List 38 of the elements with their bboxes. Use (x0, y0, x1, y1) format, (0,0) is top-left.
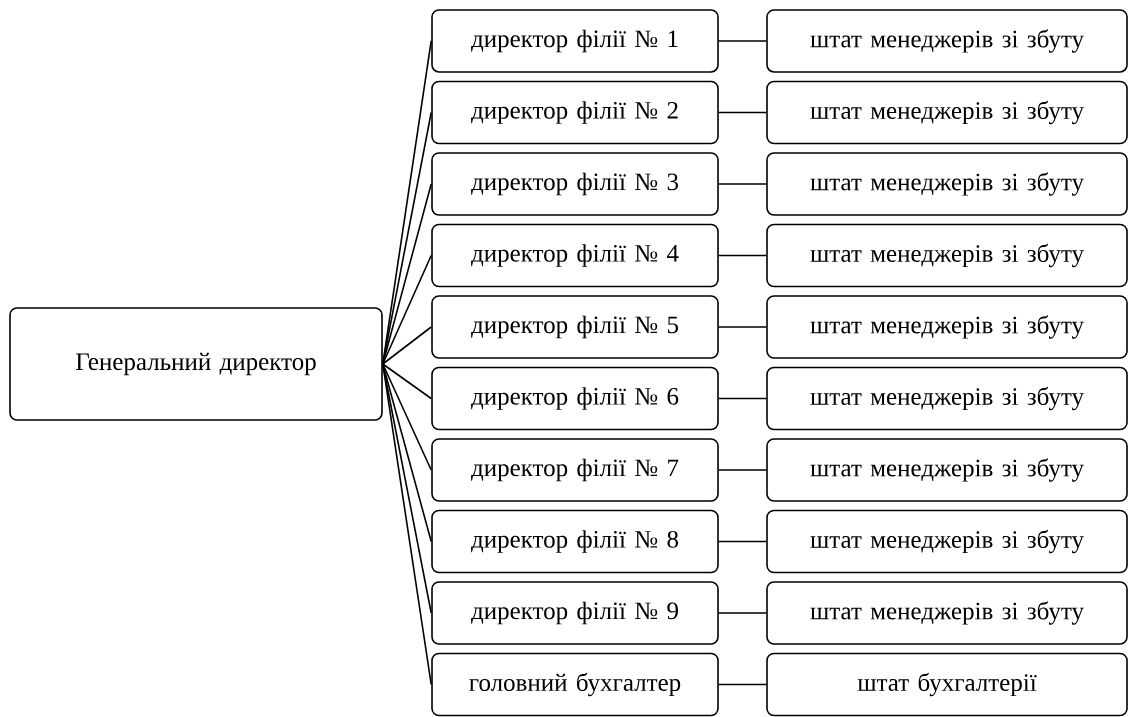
connector-line (718, 183, 767, 185)
role-box: штат менеджерів зі збуту (766, 152, 1128, 216)
role-box: директор філії № 8 (431, 509, 719, 574)
role-box: головний бухгалтер (431, 652, 719, 717)
role-box: штат менеджерів зі збуту (766, 223, 1128, 288)
role-box: директор філії № 1 (431, 9, 719, 73)
role-box: директор філії № 7 (431, 438, 719, 502)
role-box: штат менеджерів зі збуту (766, 295, 1128, 359)
connector-line (382, 363, 432, 686)
role-box: штат бухгалтерії (766, 652, 1128, 717)
role-box: директор філії № 5 (431, 295, 719, 359)
role-box: директор філії № 3 (431, 152, 719, 216)
role-box: директор філії № 2 (431, 80, 719, 145)
connector-line (718, 612, 767, 614)
connector-line (718, 469, 767, 471)
role-box: штат менеджерів зі збуту (766, 509, 1128, 574)
role-box: штат менеджерів зі збуту (766, 581, 1128, 645)
connector-line (718, 397, 767, 400)
role-box: штат менеджерів зі збуту (766, 9, 1128, 73)
connector-line (718, 111, 767, 114)
connector-line (382, 254, 432, 365)
connector-line (382, 183, 432, 365)
connector-line (718, 326, 767, 328)
connector-line (382, 363, 432, 400)
role-box: штат менеджерів зі збуту (766, 80, 1128, 145)
connector-line (382, 363, 432, 471)
connector-line (718, 540, 767, 543)
role-box: штат менеджерів зі збуту (766, 438, 1128, 502)
connector-line (718, 683, 767, 686)
role-box: штат менеджерів зі збуту (766, 366, 1128, 431)
role-box: директор філії № 9 (431, 581, 719, 645)
director-box: Генеральний директор (9, 307, 383, 421)
connector-line (718, 40, 767, 42)
connector-line (382, 111, 432, 365)
connector-line (718, 254, 767, 257)
role-box: директор філії № 4 (431, 223, 719, 288)
role-box: директор філії № 6 (431, 366, 719, 431)
connector-line (382, 326, 432, 365)
